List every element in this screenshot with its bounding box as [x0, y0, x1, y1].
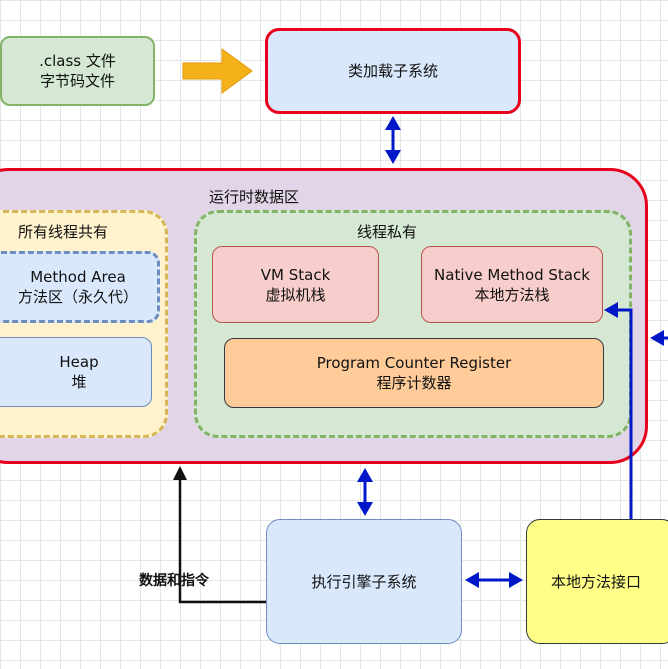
shared-label: 所有线程共有	[18, 223, 109, 241]
class-file-line2: 字节码文件	[39, 72, 115, 90]
vm-stack-line1: VM Stack	[260, 265, 331, 284]
loader-runtime-arrow	[385, 116, 401, 164]
class-file-line1: .class 文件	[39, 52, 116, 70]
right-edge-arrow	[650, 330, 668, 346]
native-interface-label: 本地方法接口	[550, 572, 641, 591]
runtime-engine-arrow	[357, 468, 373, 516]
pc-register-line1: Program Counter Register	[316, 354, 512, 372]
heap-line2: 堆	[71, 373, 87, 391]
engine-native-arrow	[465, 572, 523, 588]
private-label: 线程私有	[357, 223, 418, 241]
pc-register-line2: 程序计数器	[376, 374, 452, 392]
native-stack-box: Native Method Stack 本地方法栈	[421, 246, 603, 323]
load-arrow	[182, 48, 253, 94]
class-file-box: .class 文件 字节码文件	[0, 36, 155, 106]
execution-engine-box: 执行引擎子系统	[266, 519, 462, 644]
method-area-line2: 方法区（永久代）	[17, 288, 138, 306]
native-to-stack-arrow	[604, 302, 633, 519]
data-flow-label: 数据和指令	[139, 573, 209, 589]
native-stack-line2: 本地方法栈	[474, 285, 550, 304]
vm-stack-box: VM Stack 虚拟机栈	[212, 246, 379, 323]
execution-engine-label: 执行引擎子系统	[311, 572, 417, 591]
runtime-area-label: 运行时数据区	[209, 188, 300, 206]
method-area-box: Method Area 方法区（永久代）	[0, 251, 160, 323]
vm-stack-line2: 虚拟机栈	[265, 285, 326, 304]
data-instruction-arrow	[173, 466, 266, 604]
native-stack-line1: Native Method Stack	[434, 265, 590, 284]
method-area-line1: Method Area	[30, 268, 126, 286]
heap-line1: Heap	[59, 353, 99, 371]
heap-box: Heap 堆	[0, 337, 152, 407]
class-loader-label: 类加载子系统	[347, 62, 438, 80]
native-interface-box: 本地方法接口	[526, 519, 668, 644]
pc-register-box: Program Counter Register 程序计数器	[224, 338, 604, 408]
class-loader-box: 类加载子系统	[265, 28, 521, 114]
